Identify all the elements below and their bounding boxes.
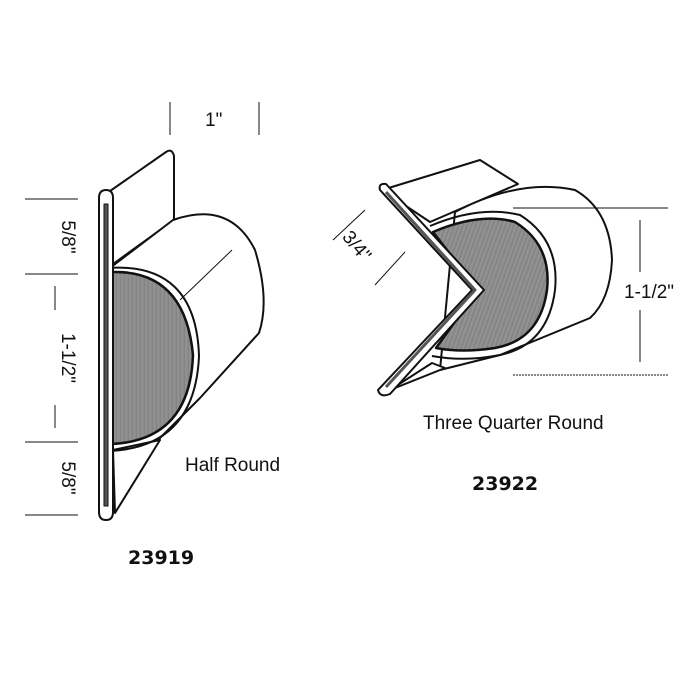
half-round-part-number: 23919	[128, 547, 194, 569]
three-quarter-flange-label: 3/4"	[338, 227, 375, 266]
half-round-dimension-lines	[25, 102, 260, 516]
three-quarter-round-drawing	[377, 159, 613, 397]
half-round-bottom-flange-label: 5/8"	[57, 461, 78, 494]
three-quarter-dimension-lines	[332, 207, 668, 376]
three-quarter-round-title: Three Quarter Round	[423, 413, 604, 434]
half-round-width-label: 1"	[205, 110, 222, 131]
half-round-height-label: 1-1/2"	[57, 333, 78, 383]
three-quarter-round-part-number: 23922	[472, 473, 538, 495]
half-round-top-flange-label: 5/8"	[57, 220, 78, 253]
half-round-title: Half Round	[185, 455, 280, 476]
three-quarter-height-label: 1-1/2"	[624, 282, 674, 303]
half-round-drawing	[98, 149, 265, 521]
